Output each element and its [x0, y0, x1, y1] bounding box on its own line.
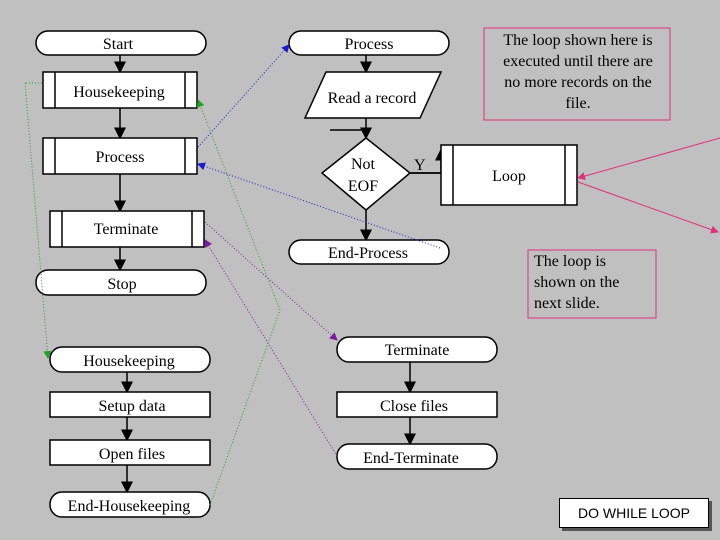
loop-note-line-2: executed until there are — [503, 53, 653, 70]
end-process-label: End-Process — [328, 245, 408, 262]
loop-note-line-1: The loop shown here is — [503, 32, 653, 49]
open-files-label: Open files — [99, 446, 165, 463]
housekeeping-begin-label: Housekeeping — [83, 353, 175, 370]
terminate-label: Terminate — [94, 221, 159, 238]
process-label: Process — [96, 149, 145, 166]
start-terminal — [35, 30, 207, 56]
link-housekeeping-to-chart — [24, 82, 52, 359]
housekeeping-label: Housekeeping — [73, 84, 165, 101]
loop-predefined-process — [440, 144, 578, 206]
end-terminate-terminal — [336, 443, 498, 470]
link-end-process-return — [197, 162, 441, 249]
link-loop-from-next-slide — [577, 137, 720, 180]
start-label: Start — [103, 36, 134, 53]
next-note-line-3: next slide. — [534, 295, 600, 312]
next-note-line-1: The loop is — [534, 253, 606, 270]
not-eof-decision — [320, 137, 412, 211]
process-begin-label: Process — [345, 36, 394, 53]
loop-return-arrow — [330, 127, 372, 140]
link-process-to-process-chart — [197, 44, 290, 148]
read-record-io — [303, 71, 443, 119]
end-housekeeping-label: End-Housekeeping — [68, 498, 191, 515]
link-terminate-to-chart — [204, 221, 338, 341]
process-begin-terminal — [288, 30, 450, 56]
process-predefined-process — [42, 137, 198, 175]
housekeeping-predefined-process — [42, 71, 198, 109]
close-files-box — [336, 391, 498, 418]
left-chart: Start Housekeeping Process Terminate Sto… — [35, 30, 207, 296]
loop-note-line-3: no more records on the — [504, 74, 652, 91]
terminate-begin-terminal — [336, 336, 498, 363]
housekeeping-begin-terminal — [49, 346, 211, 373]
loop-label: Loop — [492, 168, 526, 185]
terminate-begin-label: Terminate — [385, 342, 450, 359]
process-chart: Process Read a record Not EOF Y Loop End… — [288, 30, 578, 265]
setup-data-label: Setup data — [98, 398, 165, 415]
read-record-label: Read a record — [328, 90, 417, 107]
next-slide-note-box — [527, 249, 657, 319]
do-while-loop-label: DO WHILE LOOP — [559, 498, 709, 528]
loop-note-box — [483, 27, 671, 121]
yes-label: Y — [414, 157, 426, 174]
link-end-terminate-return — [204, 239, 338, 457]
end-process-terminal — [288, 239, 450, 265]
stop-label: Stop — [107, 276, 136, 293]
close-files-label: Close files — [380, 398, 448, 415]
stop-terminal — [35, 269, 207, 296]
loop-note-line-4: file. — [565, 95, 591, 112]
link-end-housekeeping-return-a — [209, 309, 281, 506]
terminate-predefined-process — [49, 210, 205, 248]
setup-data-box — [49, 391, 211, 418]
open-files-box — [49, 439, 211, 466]
decision-label-line2: EOF — [348, 178, 378, 195]
housekeeping-chart: Housekeeping Setup data Open files End-H… — [49, 346, 211, 518]
end-terminate-label: End-Terminate — [363, 450, 459, 467]
next-slide-note: The loop is shown on the next slide. — [534, 251, 654, 314]
loop-note: The loop shown here is executed until th… — [488, 30, 668, 114]
next-note-line-2: shown on the — [534, 274, 620, 291]
terminate-chart: Terminate Close files End-Terminate — [336, 336, 498, 470]
decision-label-line1: Not — [351, 156, 376, 173]
link-loop-to-next-slide — [577, 181, 719, 234]
